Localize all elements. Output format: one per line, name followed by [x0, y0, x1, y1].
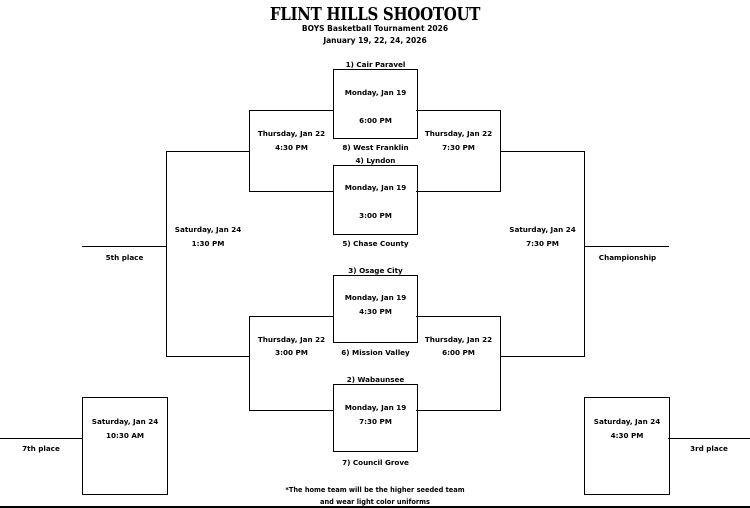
round1-game1-time: 6:00 PM — [359, 116, 392, 125]
winner-semi1-top-line — [416, 110, 501, 111]
winner-semi2-vertical — [500, 316, 501, 411]
consolation-semi2-vertical — [249, 316, 250, 411]
round1-game3-day: Monday, Jan 19 — [344, 293, 407, 302]
round1-game4-bottom-team: 7) Council Grove — [342, 458, 409, 467]
round1-game2-bottom-team: 5) Chase County — [342, 239, 409, 248]
consolation-semi2-bottom-line — [249, 410, 334, 411]
third-place-label: 3rd place — [690, 444, 728, 453]
consolation-semi1-top-line — [249, 110, 334, 111]
round1-game2-top-team: 4) Lyndon — [355, 156, 396, 165]
third-place-result-line — [668, 438, 750, 439]
round1-game1-bottom-team: 8) West Franklin — [342, 143, 409, 152]
championship-result-line — [584, 246, 669, 247]
seventh-place-box — [82, 397, 168, 495]
winner-semi1-time: 7:30 PM — [442, 143, 475, 152]
fifth-place-vertical — [166, 151, 167, 357]
winner-semi2-top-line — [416, 316, 501, 317]
seventh-place-label: 7th place — [22, 444, 60, 453]
consolation-semi2-day: Thursday, Jan 22 — [257, 335, 326, 344]
round1-game3-bottom-team: 6) Mission Valley — [341, 348, 410, 357]
consolation-semi1-day: Thursday, Jan 22 — [257, 129, 326, 138]
round1-game4-box — [333, 384, 418, 452]
seventh-place-result-line — [0, 438, 83, 439]
fifth-place-bottom-line — [166, 356, 250, 357]
round1-game1-day: Monday, Jan 19 — [344, 88, 407, 97]
seventh-place-day: Saturday, Jan 24 — [91, 417, 159, 426]
round1-game3-time: 4:30 PM — [359, 307, 392, 316]
round1-game2-day: Monday, Jan 19 — [344, 183, 407, 192]
footnote-line1: *The home team will be the higher seeded… — [285, 486, 465, 494]
winner-semi1-bottom-line — [416, 191, 501, 192]
tournament-dates: January 19, 22, 24, 2026 — [323, 36, 427, 45]
third-place-day: Saturday, Jan 24 — [593, 417, 661, 426]
fifth-place-day: Saturday, Jan 24 — [174, 225, 242, 234]
round1-game3-top-team: 3) Osage City — [348, 266, 403, 275]
round1-game1-box — [333, 69, 418, 139]
winner-semi2-time: 6:00 PM — [442, 348, 475, 357]
seventh-place-time: 10:30 AM — [105, 431, 145, 440]
fifth-place-top-line — [166, 151, 250, 152]
championship-bottom-line — [500, 356, 585, 357]
fifth-place-result-line — [82, 246, 167, 247]
championship-time: 7:30 PM — [526, 239, 559, 248]
round1-game4-time: 7:30 PM — [359, 417, 392, 426]
third-place-time: 4:30 PM — [610, 431, 644, 440]
fifth-place-time: 1:30 PM — [191, 239, 225, 248]
championship-vertical — [584, 151, 585, 357]
consolation-semi1-bottom-line — [249, 191, 334, 192]
page-title: FLINT HILLS SHOOTOUT — [269, 3, 481, 25]
round1-game2-box — [333, 165, 418, 235]
championship-label: Championship — [598, 253, 657, 262]
consolation-semi2-time: 3:00 PM — [275, 348, 308, 357]
consolation-semi2-top-line — [249, 316, 334, 317]
winner-semi2-day: Thursday, Jan 22 — [424, 335, 493, 344]
footnote-line2: and wear light color uniforms — [320, 498, 430, 506]
round1-game4-top-team: 2) Wabaunsee — [346, 375, 405, 384]
championship-top-line — [500, 151, 585, 152]
round1-game3-box — [333, 275, 418, 343]
fifth-place-label: 5th place — [105, 253, 144, 262]
round1-game4-day: Monday, Jan 19 — [344, 403, 407, 412]
third-place-box — [584, 397, 670, 495]
consolation-semi1-time: 4:30 PM — [275, 143, 308, 152]
page-bottom-rule — [0, 506, 750, 508]
winner-semi1-day: Thursday, Jan 22 — [424, 129, 493, 138]
winner-semi2-bottom-line — [416, 410, 501, 411]
championship-day: Saturday, Jan 24 — [509, 225, 576, 234]
round1-game1-top-team: 1) Cair Paravel — [345, 60, 406, 69]
round1-game2-time: 3:00 PM — [359, 211, 392, 220]
page-subtitle: BOYS Basketball Tournament 2026 — [301, 24, 449, 33]
